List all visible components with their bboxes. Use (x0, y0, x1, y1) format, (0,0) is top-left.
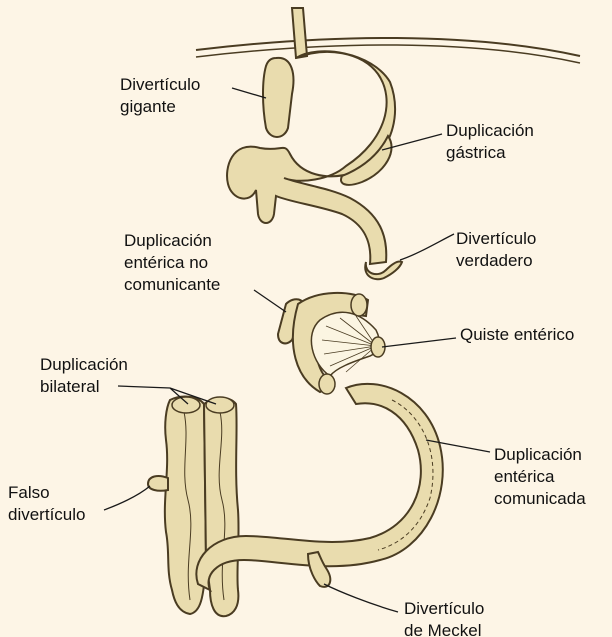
loop-end-upper (351, 294, 367, 316)
label-enteric-cyst: Quiste entérico (460, 324, 574, 346)
label-meckel-diverticulum: Divertículo de Meckel (404, 598, 484, 637)
label-gastric-duplication: Duplicación gástrica (446, 120, 534, 164)
giant-diverticulum-shape (263, 58, 293, 137)
bilateral-lumen-right (206, 397, 234, 413)
label-true-diverticulum: Divertículo verdadero (456, 228, 536, 272)
label-false-diverticulum: Falso divertículo (8, 482, 85, 526)
loop-end-lower (319, 374, 335, 394)
label-giant-diverticulum: Divertículo gigante (120, 74, 200, 118)
label-noncommunicating-duplication: Duplicación entérica no comunicante (124, 230, 220, 296)
false-diverticulum-shape (148, 476, 168, 491)
label-bilateral-duplication: Duplicación bilateral (40, 354, 128, 398)
bilateral-lumen-left (172, 397, 200, 413)
label-communicating-duplication: Duplicación entérica comunicada (494, 444, 586, 510)
